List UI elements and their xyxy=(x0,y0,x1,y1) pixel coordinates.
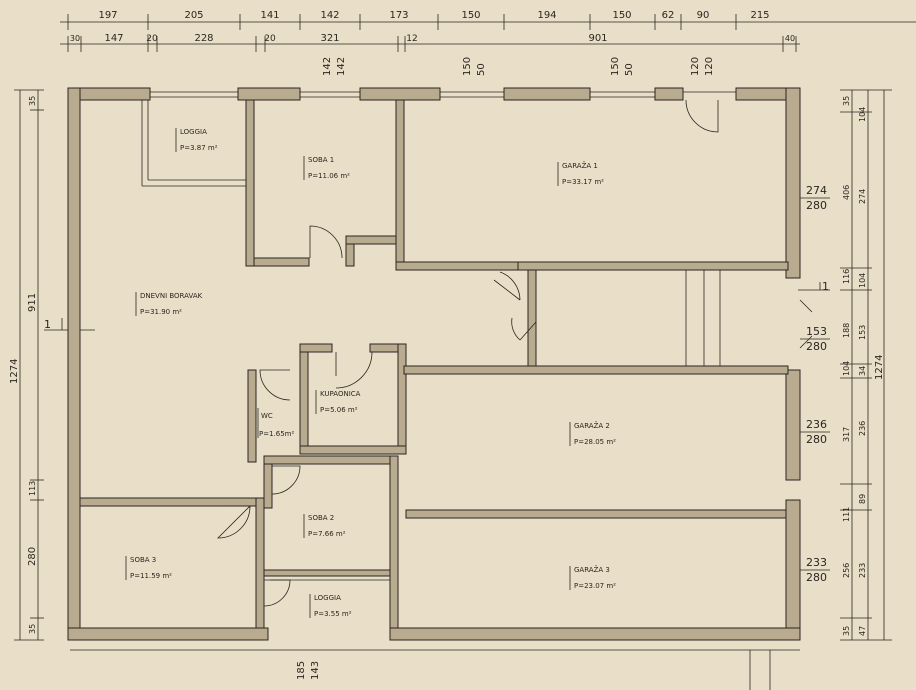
room-area-soba-1: P=11.06 m² xyxy=(308,172,350,180)
right-inner-dim-9: 35 xyxy=(842,626,851,636)
right-outer-dim-8: 256 xyxy=(842,563,851,578)
right-outer-dim-9: 47 xyxy=(858,626,867,636)
bottom-dim-1: 185 xyxy=(296,661,307,680)
top-dim-4: 142 xyxy=(320,10,339,21)
right-inner-dim-6: 236 xyxy=(858,421,867,436)
right-inner-dim-3: 104 xyxy=(858,273,867,288)
window-dim-7: 120 xyxy=(690,57,701,76)
room-name-garaza-3: GARAŽA 3 xyxy=(574,565,610,574)
room-name-soba-3: SOBA 3 xyxy=(130,556,156,564)
room-name-wc: WC xyxy=(261,412,273,420)
top-dim2-1: 30 xyxy=(70,34,80,43)
top-dim2-6: 321 xyxy=(320,33,339,44)
top-dim2-3: 20 xyxy=(146,34,158,44)
right-outer-dim-5: 104 xyxy=(842,361,851,376)
room-name-dnevni-boravak: DNEVNI BORAVAK xyxy=(140,292,203,300)
top-dim-3: 141 xyxy=(260,10,279,21)
top-dim-11: 215 xyxy=(750,10,769,21)
room-area-soba-2: P=7.66 m² xyxy=(308,530,346,538)
top-dim2-2: 147 xyxy=(104,33,123,44)
bottom-dimension-labels: 185 143 xyxy=(296,661,321,680)
top-dim2-7: 12 xyxy=(406,34,417,44)
room-area-garaza-2: P=28.05 m² xyxy=(574,438,616,446)
top-dim-5: 173 xyxy=(389,10,408,21)
right-outer-dim-1: 104 xyxy=(858,107,867,122)
right-outer-dim-2: 406 xyxy=(842,185,851,200)
top-dim2-5: 20 xyxy=(264,34,276,44)
left-dim-2: 911 xyxy=(27,293,38,312)
window-dim-3: 150 xyxy=(462,57,473,76)
top-dim2-8: 901 xyxy=(588,33,607,44)
window-dim-5: 150 xyxy=(610,57,621,76)
section-marker-right: 1 xyxy=(822,280,829,293)
side-dimension-lines xyxy=(14,89,892,641)
right-outer-dim-7: 111 xyxy=(842,507,851,522)
right-dimension-labels: 104 406 116 188 104 317 111 256 47 1274 … xyxy=(806,96,885,636)
top-dim-10: 90 xyxy=(697,10,710,21)
frac-1-num: 274 xyxy=(806,184,827,197)
frac-1-den: 280 xyxy=(806,199,827,212)
window-dim-8: 120 xyxy=(704,57,715,76)
top-dimension-labels: 197 205 141 142 173 150 194 150 62 90 21… xyxy=(70,10,795,44)
right-inner-dim-4: 153 xyxy=(858,325,867,340)
left-dim-3: 1274 xyxy=(9,359,20,384)
bottom-dim-2: 143 xyxy=(310,661,321,680)
right-inner-dim-1: 35 xyxy=(842,96,851,106)
window-dim-6: 50 xyxy=(624,63,635,76)
frac-2-num: 153 xyxy=(806,325,827,338)
room-area-garaza-3: P=23.07 m² xyxy=(574,582,616,590)
right-inner-dim-5: 34 xyxy=(858,366,867,376)
frac-4-den: 280 xyxy=(806,571,827,584)
top-dim2-9: 40 xyxy=(785,34,795,43)
top-dim-9: 62 xyxy=(662,10,675,21)
walls xyxy=(67,87,801,641)
door-swings xyxy=(217,99,813,607)
room-name-garaza-2: GARAŽA 2 xyxy=(574,421,610,430)
frac-4-num: 233 xyxy=(806,556,827,569)
left-dim-1: 35 xyxy=(28,96,37,106)
room-area-dnevni-boravak: P=31.90 m² xyxy=(140,308,182,316)
room-name-loggia-2: LOGGIA xyxy=(314,594,341,602)
frac-2-den: 280 xyxy=(806,340,827,353)
room-area-garaza-1: P=33.17 m² xyxy=(562,178,604,186)
top-dim-7: 194 xyxy=(537,10,556,21)
room-name-garaza-1: GARAŽA 1 xyxy=(562,161,598,170)
top-dim-8: 150 xyxy=(612,10,631,21)
window-dimension-labels: 142 142 150 50 150 50 120 120 xyxy=(322,57,715,76)
frac-3-num: 236 xyxy=(806,418,827,431)
right-inner-dim-7: 89 xyxy=(858,494,867,504)
left-dim-6: 35 xyxy=(28,624,37,634)
window-dim-4: 50 xyxy=(476,63,487,76)
top-dim-2: 205 xyxy=(184,10,203,21)
top-dim2-4: 228 xyxy=(194,33,213,44)
left-dimension-labels: 35 911 1274 113 280 35 1 xyxy=(9,96,51,634)
top-dim-6: 150 xyxy=(461,10,480,21)
frac-3-den: 280 xyxy=(806,433,827,446)
room-area-loggia-2: P=3.55 m² xyxy=(314,610,352,618)
right-inner-dim-8: 233 xyxy=(858,563,867,578)
window-dim-2: 142 xyxy=(336,57,347,76)
top-dimension-lines xyxy=(60,14,916,52)
room-name-loggia-1: LOGGIA xyxy=(180,128,207,136)
right-outer-dim-6: 317 xyxy=(842,427,851,442)
window-dim-1: 142 xyxy=(322,57,333,76)
right-inner-dim-2: 274 xyxy=(858,189,867,204)
section-marker-left: 1 xyxy=(44,318,51,331)
right-outer-dim-10: 1274 xyxy=(874,355,885,380)
room-name-kupaonica: KUPAONICA xyxy=(320,390,361,398)
room-area-loggia-1: P=3.87 m² xyxy=(180,144,218,152)
top-dim-1: 197 xyxy=(98,10,117,21)
room-area-soba-3: P=11.59 m² xyxy=(130,572,172,580)
room-area-wc: P=1.65m² xyxy=(259,430,294,438)
right-outer-dim-4: 188 xyxy=(842,323,851,338)
left-dim-4: 113 xyxy=(28,481,37,496)
left-dim-5: 280 xyxy=(27,547,38,566)
room-labels: LOGGIA P=3.87 m² SOBA 1 P=11.06 m² GARAŽ… xyxy=(125,128,616,618)
room-name-soba-2: SOBA 2 xyxy=(308,514,334,522)
room-area-kupaonica: P=5.06 m² xyxy=(320,406,358,414)
room-name-soba-1: SOBA 1 xyxy=(308,156,334,164)
right-outer-dim-3: 116 xyxy=(842,269,851,284)
